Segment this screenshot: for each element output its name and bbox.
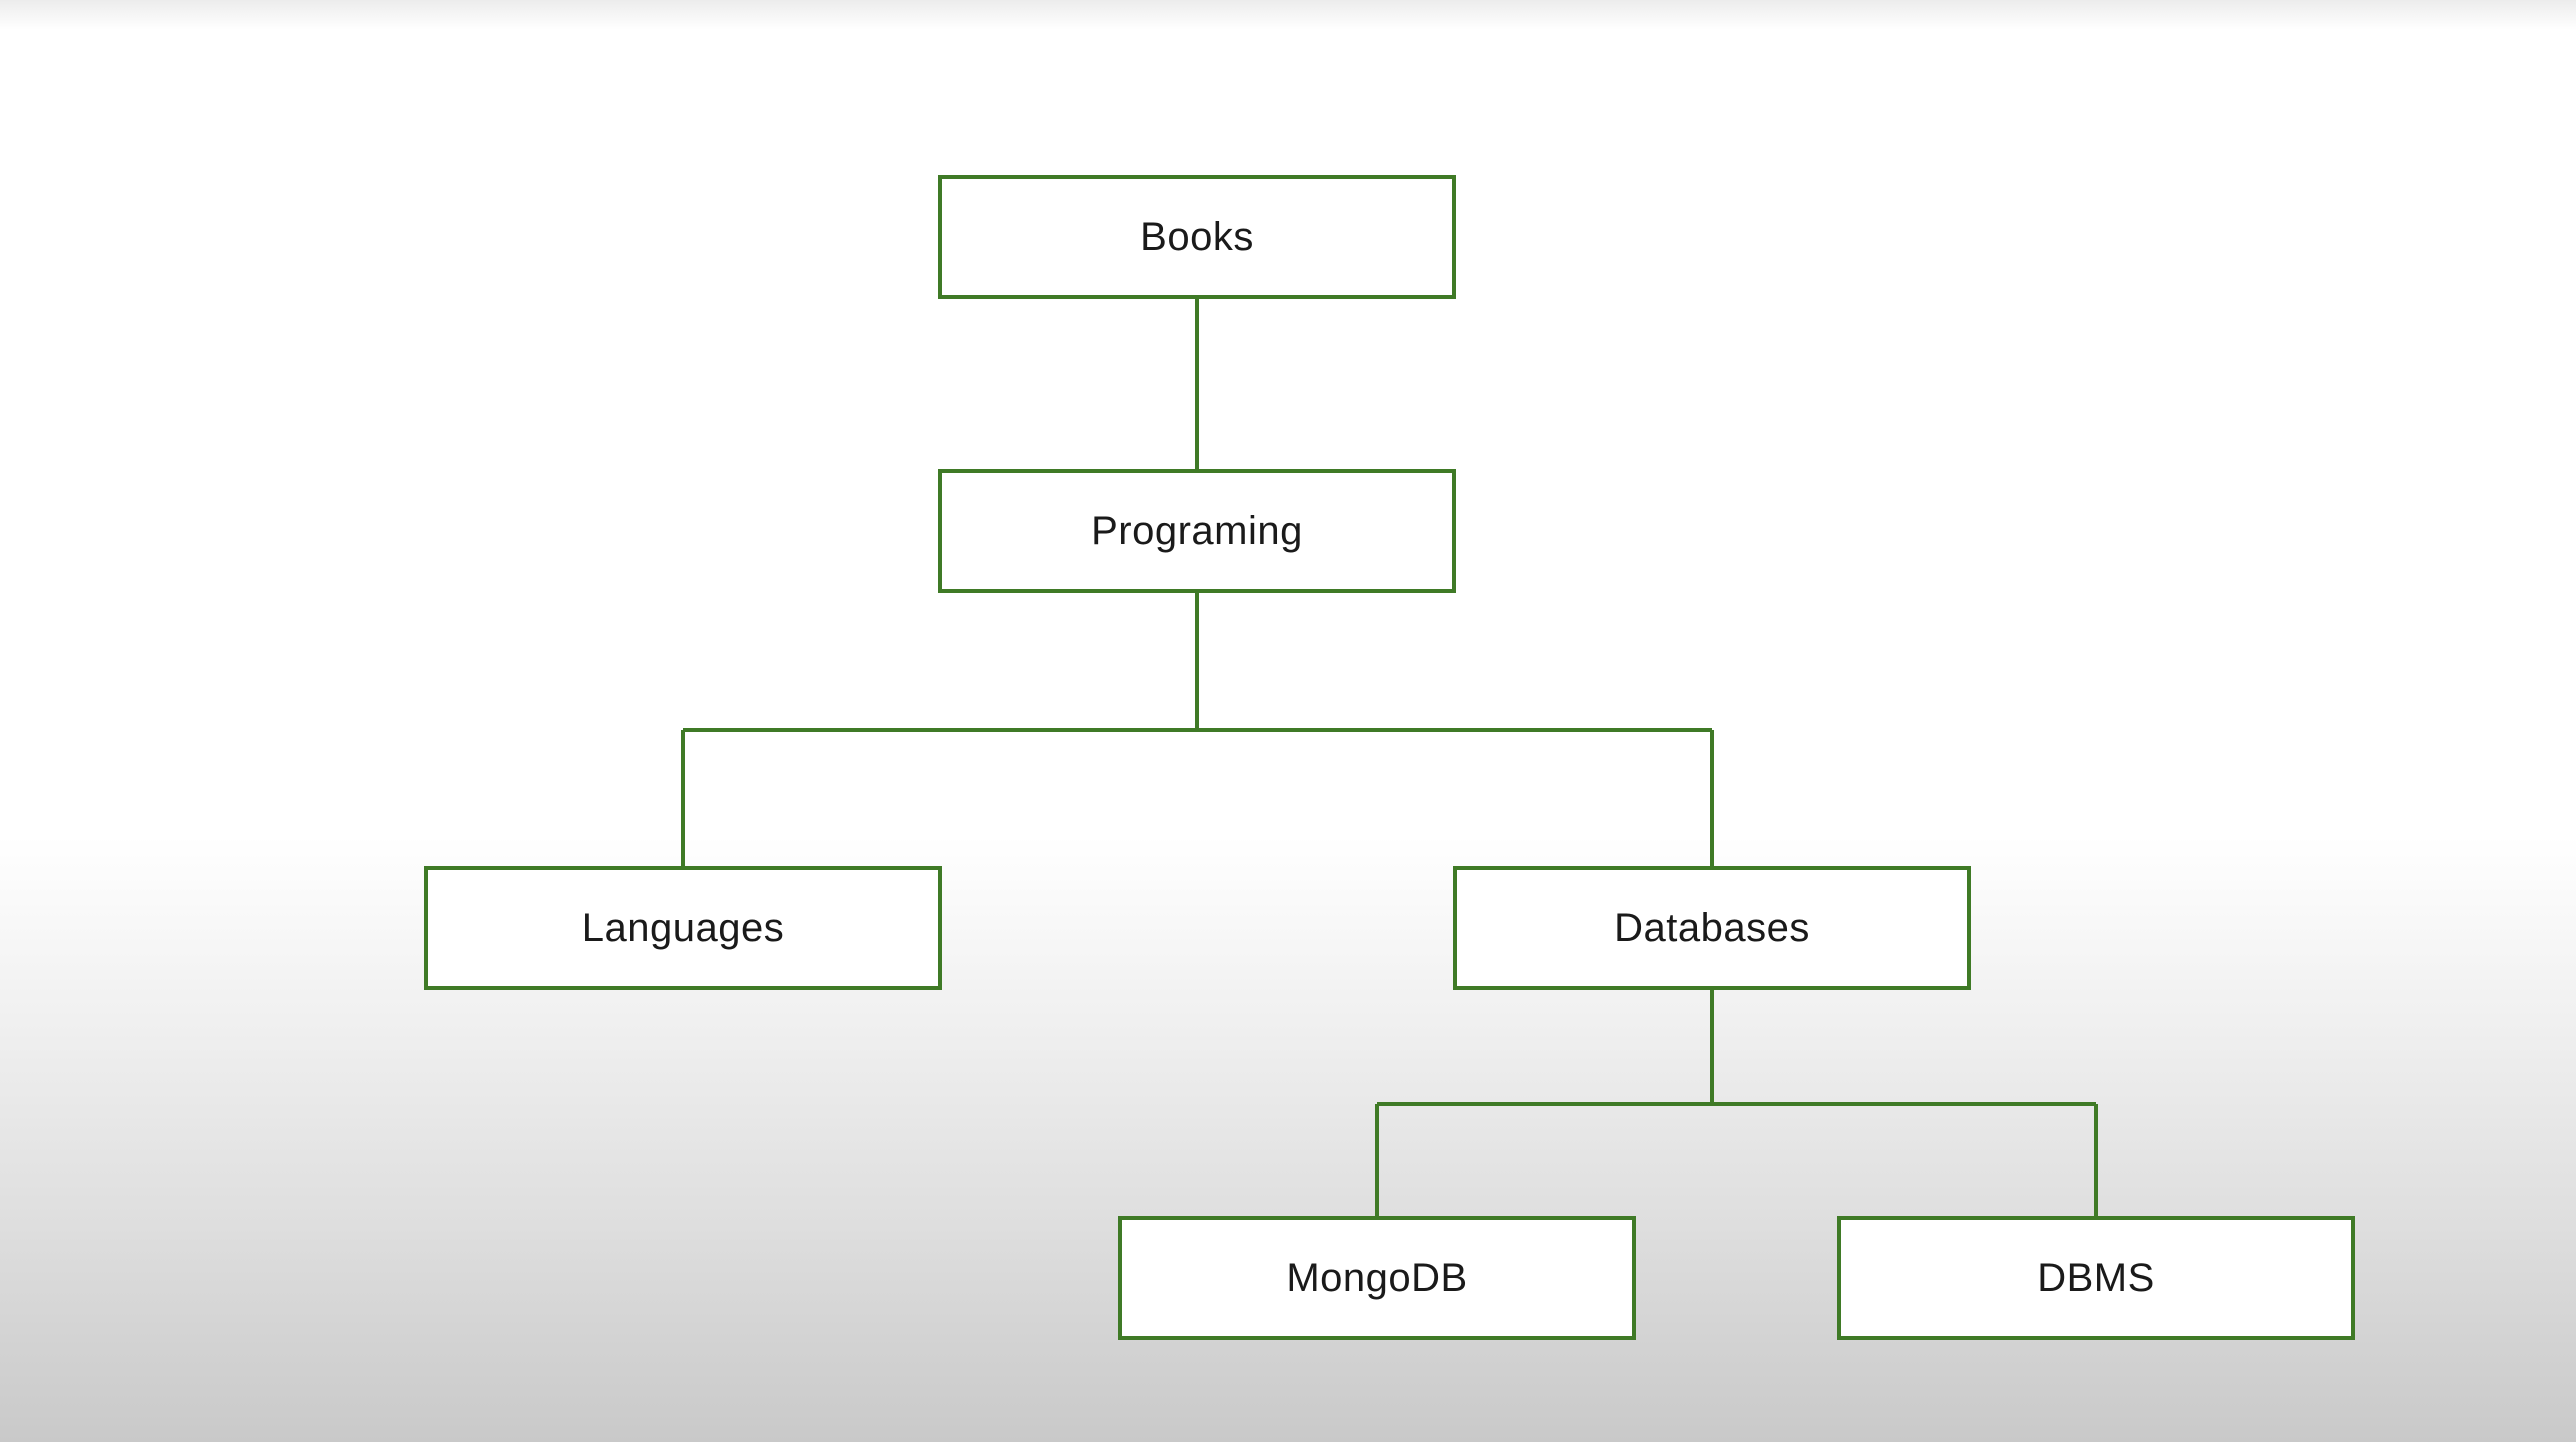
node-databases-label: Databases [1614,905,1810,950]
top-shade [0,0,2576,30]
node-dbms: DBMS [1837,1216,2355,1340]
node-databases: Databases [1453,866,1971,990]
node-books-label: Books [1140,214,1254,259]
node-languages-label: Languages [581,905,785,950]
node-languages: Languages [424,866,942,990]
node-dbms-label: DBMS [2037,1255,2155,1300]
node-mongodb: MongoDB [1118,1216,1636,1340]
node-books: Books [938,175,1456,299]
node-mongodb-label: MongoDB [1286,1255,1468,1300]
node-programing-label: Programing [1091,508,1303,553]
node-programing: Programing [938,469,1456,593]
